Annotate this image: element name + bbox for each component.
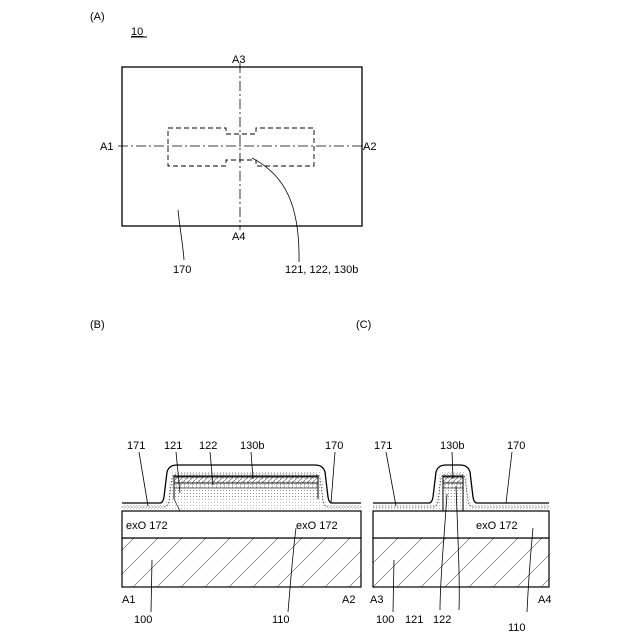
ref-110-b: 110	[272, 614, 290, 626]
exo-172-c: exO 172	[476, 520, 518, 532]
panel-c: (C) 171 130b 170 exO 172 A3 A4 100 121 1…	[356, 319, 551, 634]
panel-a: (A) 10 A3 A4 A1 A2 170 121, 122, 130b	[90, 11, 376, 276]
ref-110-c: 110	[508, 622, 526, 634]
ref-a1-b: A1	[122, 594, 135, 606]
ref-171-b: 171	[127, 440, 145, 452]
ref-a4-c: A4	[538, 594, 551, 606]
ref-121-c: 121	[405, 614, 423, 626]
label-a1: A1	[100, 141, 113, 153]
label-a4: A4	[232, 231, 245, 243]
exo-172-right: exO 172	[296, 520, 338, 532]
panel-b: (B) 171 121 122 130b 170 exO 172 ex	[90, 319, 361, 626]
ref-122-b: 122	[199, 440, 217, 452]
oxide-layer-110-c	[373, 511, 549, 538]
leader-region	[252, 158, 299, 262]
label-a3: A3	[232, 54, 245, 66]
ref-130b-b: 130b	[240, 440, 264, 452]
ref-100-c: 100	[376, 614, 394, 626]
ref-121-b: 121	[164, 440, 182, 452]
substrate-100	[122, 538, 361, 587]
leader-170	[178, 210, 184, 260]
top-view-outline	[122, 67, 362, 226]
exo-172-left: exO 172	[126, 520, 168, 532]
ref-region-a: 121, 122, 130b	[285, 264, 358, 276]
leader-170-b	[331, 452, 335, 503]
panel-c-label: (C)	[356, 319, 371, 331]
ref-170-c: 170	[507, 440, 525, 452]
substrate-100-c	[373, 538, 549, 587]
panel-a-ref-number: 10	[131, 26, 143, 38]
layer-171-c	[373, 471, 549, 511]
ref-100-b: 100	[134, 614, 152, 626]
ref-170-b: 170	[325, 440, 343, 452]
panel-a-label: (A)	[90, 11, 105, 23]
panel-b-label: (B)	[90, 319, 105, 331]
device-region-outline	[168, 128, 314, 166]
ref-130b-c: 130b	[440, 440, 464, 452]
leader-171-b	[139, 452, 148, 506]
ref-a3-c: A3	[370, 594, 383, 606]
label-a2: A2	[363, 141, 376, 153]
leader-171-c	[386, 452, 396, 506]
ref-a2-b: A2	[342, 594, 355, 606]
ref-171-c: 171	[374, 440, 392, 452]
leader-170-c	[506, 452, 512, 503]
ref-170-a: 170	[173, 264, 191, 276]
ref-122-c: 122	[433, 614, 451, 626]
